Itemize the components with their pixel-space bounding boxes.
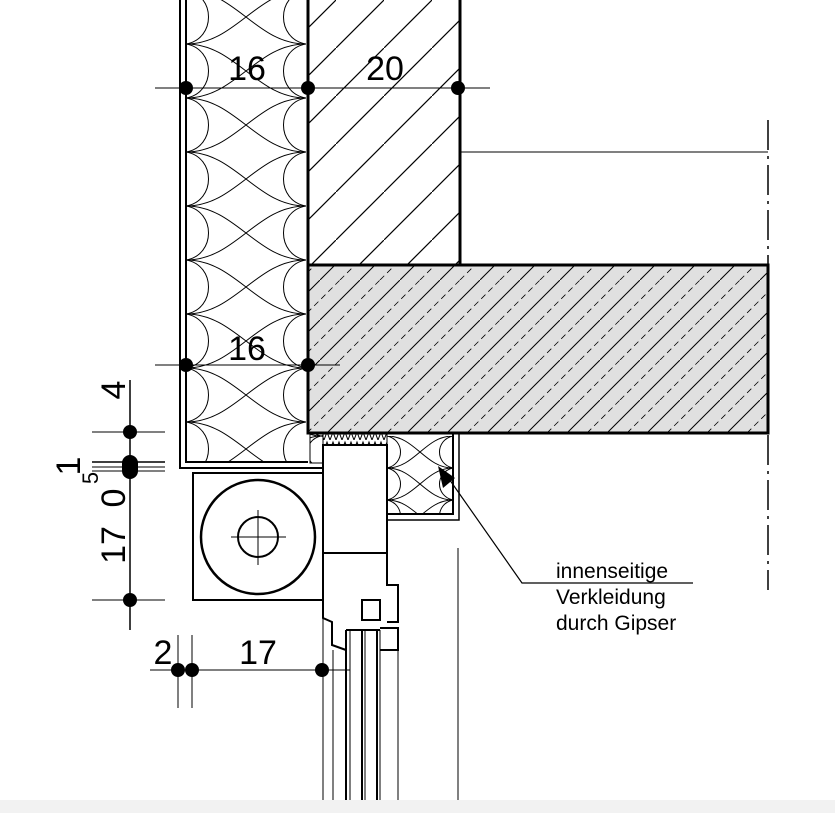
dimension-label: 5 xyxy=(78,472,103,484)
annotation-line: durch Gipser xyxy=(556,612,676,635)
arrow-icon xyxy=(438,466,455,488)
dimension-bottom: 2 17 xyxy=(150,634,350,708)
dimension-label: 17 xyxy=(95,526,133,564)
dimension-label: 20 xyxy=(366,50,404,88)
annotation-line: Verkleidung xyxy=(556,586,666,609)
dimension-label: 17 xyxy=(239,634,277,672)
dimension-middle: 16 xyxy=(155,330,340,372)
dimension-label: 4 xyxy=(95,381,133,400)
masonry-wall xyxy=(306,0,462,433)
dimension-label: 16 xyxy=(228,50,266,88)
dimension-label: 1 xyxy=(50,457,88,476)
small-insulation xyxy=(309,432,324,464)
annotation-line: innenseitige xyxy=(556,560,668,583)
bottom-strip xyxy=(0,800,835,813)
dimension-vertical: 4 1 0 5 17 xyxy=(50,380,165,630)
window-frame xyxy=(322,444,399,813)
exterior-insulation xyxy=(179,0,323,469)
dimension-label: 0 xyxy=(95,489,133,508)
dimension-top: 16 20 xyxy=(155,50,490,95)
seal-strip xyxy=(322,432,388,446)
dimension-label: 2 xyxy=(154,634,173,672)
roller-shutter-box xyxy=(192,472,324,601)
dimension-label: 16 xyxy=(228,330,266,368)
annotation-leader: innenseitige Verkleidung durch Gipser xyxy=(438,466,693,635)
concrete-slab xyxy=(306,263,770,435)
